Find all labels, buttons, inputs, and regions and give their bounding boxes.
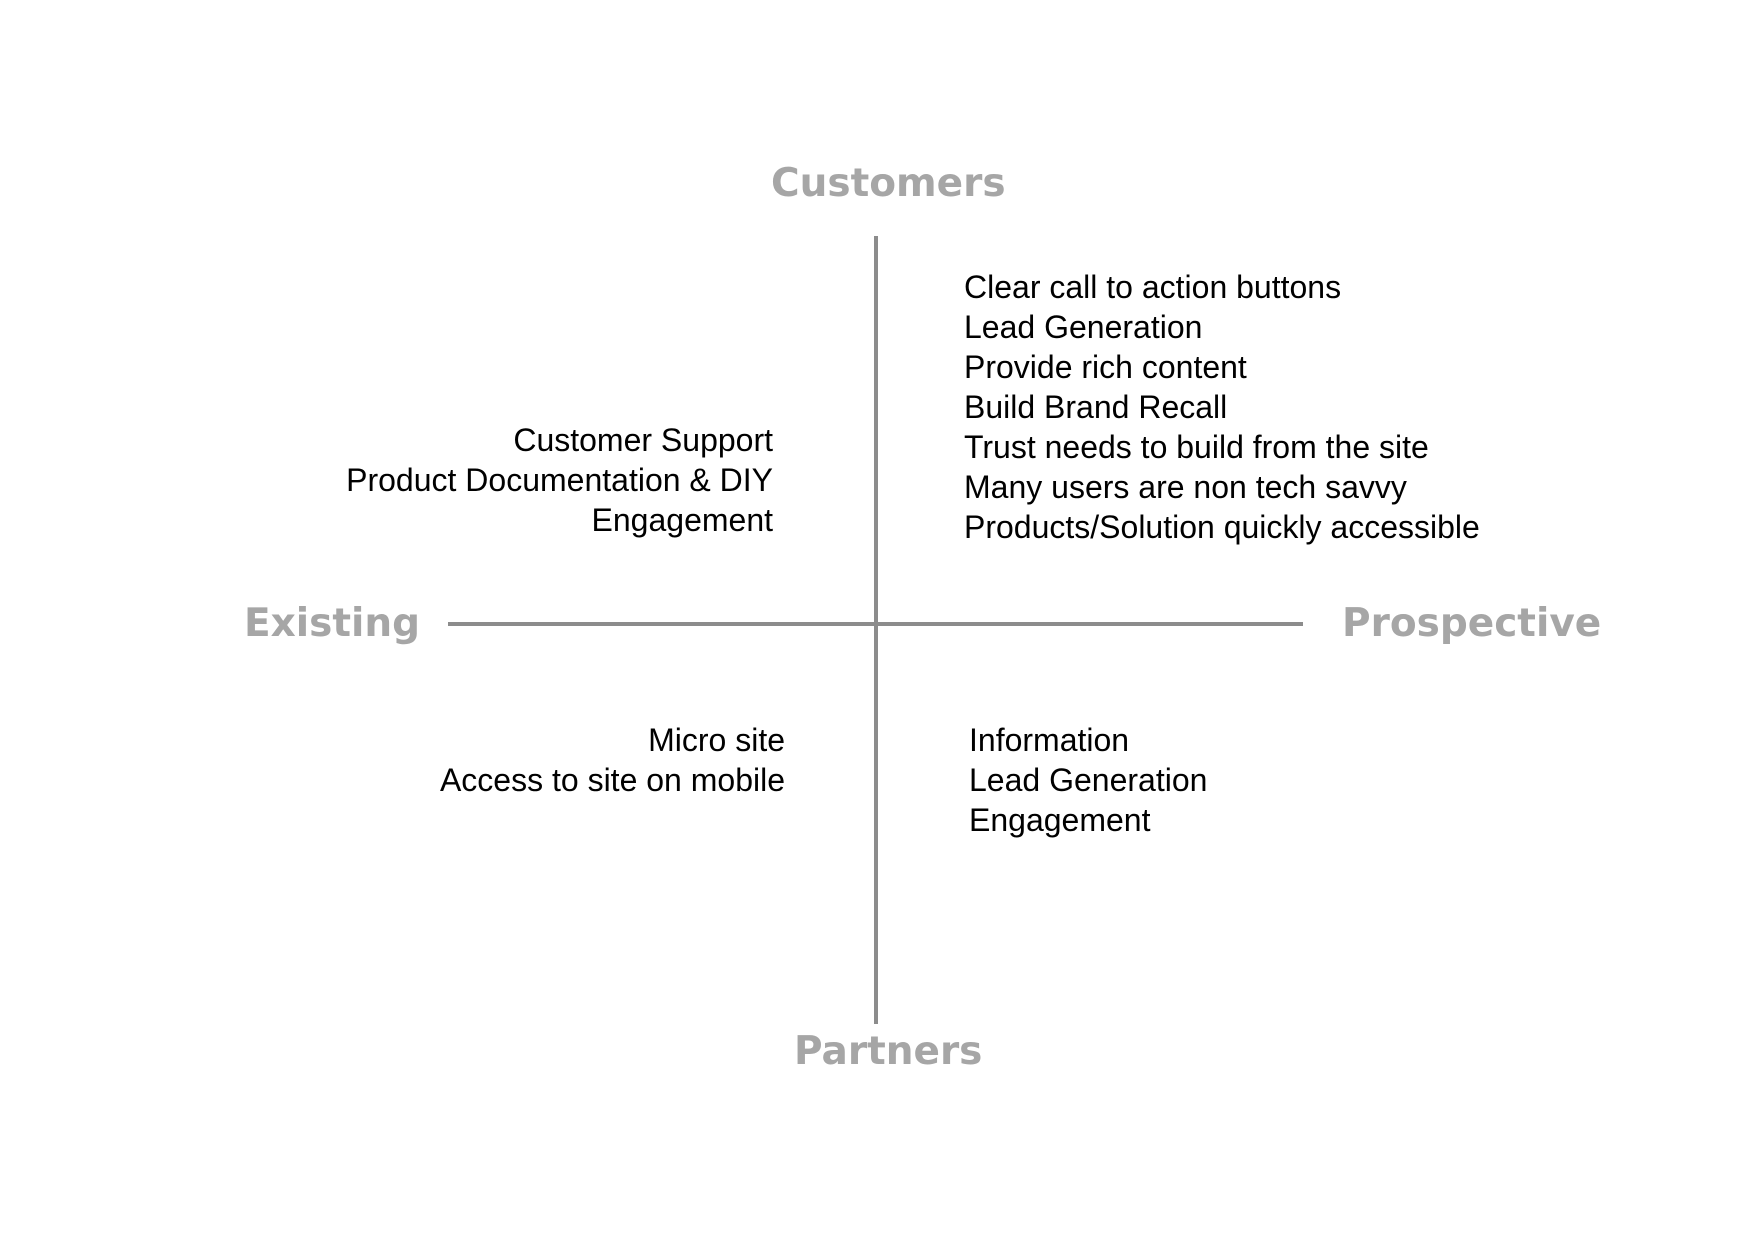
quadrant-item: Customer Support bbox=[513, 422, 773, 458]
axis-label-left: Existing bbox=[244, 601, 421, 646]
quadrant-item: Build Brand Recall bbox=[964, 389, 1228, 425]
quadrant-item: Engagement bbox=[969, 802, 1151, 838]
quadrant-top-right: Clear call to action buttons Lead Genera… bbox=[964, 267, 1480, 547]
quadrant-item: Information bbox=[969, 722, 1130, 758]
vertical-axis-line bbox=[874, 236, 878, 1024]
quadrant-item: Micro site bbox=[648, 722, 785, 758]
quadrant-item: Provide rich content bbox=[964, 349, 1247, 385]
quadrant-bottom-right: Information Lead Generation Engagement bbox=[969, 720, 1207, 840]
quadrant-top-left: Customer Support Product Documentation &… bbox=[346, 420, 773, 540]
axis-label-bottom: Partners bbox=[794, 1029, 983, 1074]
axis-label-right: Prospective bbox=[1342, 601, 1602, 646]
quadrant-item: Clear call to action buttons bbox=[964, 269, 1342, 305]
quadrant-item: Product Documentation & DIY bbox=[346, 462, 773, 498]
quadrant-item: Products/Solution quickly accessible bbox=[964, 509, 1480, 545]
quadrant-item: Access to site on mobile bbox=[439, 762, 785, 798]
axis-label-top: Customers bbox=[771, 161, 1006, 206]
quadrant-item: Lead Generation bbox=[964, 309, 1203, 345]
quadrant-bottom-left: Micro site Access to site on mobile bbox=[440, 720, 785, 800]
quadrant-item: Engagement bbox=[591, 502, 773, 538]
horizontal-axis-line bbox=[448, 622, 1303, 626]
quadrant-item: Many users are non tech savvy bbox=[964, 469, 1407, 505]
quadrant-item: Trust needs to build from the site bbox=[964, 429, 1429, 465]
quadrant-item: Lead Generation bbox=[969, 762, 1208, 798]
